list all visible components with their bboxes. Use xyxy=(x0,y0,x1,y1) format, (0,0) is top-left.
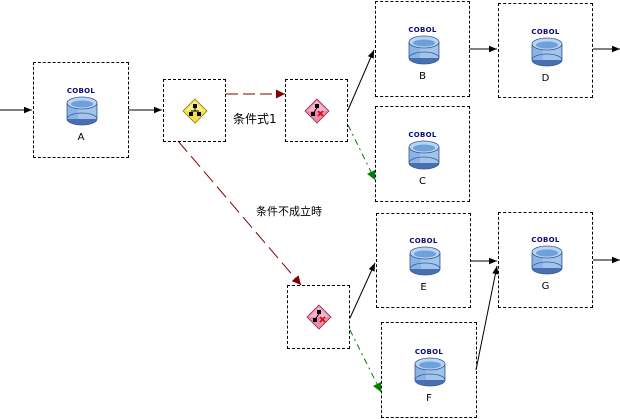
program-node-a[interactable]: COBOL A xyxy=(33,62,129,158)
edge-label-condition1: 条件式1 xyxy=(233,112,277,126)
node-type-label: COBOL xyxy=(409,237,438,245)
program-node-e[interactable]: COBOL E xyxy=(376,213,471,308)
node-name: C xyxy=(419,176,426,187)
gateway-node-cond1[interactable] xyxy=(285,79,348,142)
node-type-label: COBOL xyxy=(531,28,560,36)
cobol-database-icon xyxy=(66,96,98,126)
cobol-database-icon xyxy=(409,246,441,276)
node-type-label: COBOL xyxy=(66,87,96,95)
edge-cond2-to-e xyxy=(349,262,376,319)
edge-cond1-to-c xyxy=(347,124,376,181)
cobol-database-icon xyxy=(531,245,563,275)
edge-cond2-to-f xyxy=(349,329,382,393)
conditional-gateway-icon xyxy=(304,98,330,124)
program-node-f[interactable]: COBOL F xyxy=(381,322,477,418)
edge-label-condition-else: 条件不成立時 xyxy=(256,205,322,218)
node-type-label: COBOL xyxy=(531,236,560,244)
node-name: G xyxy=(541,281,550,292)
node-name: A xyxy=(77,132,85,143)
node-type-label: COBOL xyxy=(408,131,437,139)
branch-gateway-icon xyxy=(182,98,208,124)
node-name: D xyxy=(541,73,550,84)
program-node-b[interactable]: COBOL B xyxy=(375,1,470,97)
edge-cond1-to-b xyxy=(347,49,375,111)
cobol-database-icon xyxy=(414,357,446,387)
cobol-database-icon xyxy=(531,37,563,67)
conditional-gateway-icon xyxy=(306,304,332,330)
gateway-node-split[interactable] xyxy=(163,79,226,142)
node-type-label: COBOL xyxy=(408,26,437,34)
node-type-label: COBOL xyxy=(414,348,444,356)
node-name: F xyxy=(426,393,432,404)
edge-split-to-cond2 xyxy=(177,140,302,286)
gateway-node-cond2[interactable] xyxy=(287,285,350,349)
cobol-database-icon xyxy=(408,140,440,170)
node-name: E xyxy=(420,282,427,293)
cobol-database-icon xyxy=(408,35,440,65)
program-node-d[interactable]: COBOL D xyxy=(498,3,593,98)
edge-f-to-g xyxy=(475,265,499,371)
node-name: B xyxy=(419,71,426,82)
program-node-g[interactable]: COBOL G xyxy=(498,212,593,308)
program-node-c[interactable]: COBOL C xyxy=(375,106,470,202)
